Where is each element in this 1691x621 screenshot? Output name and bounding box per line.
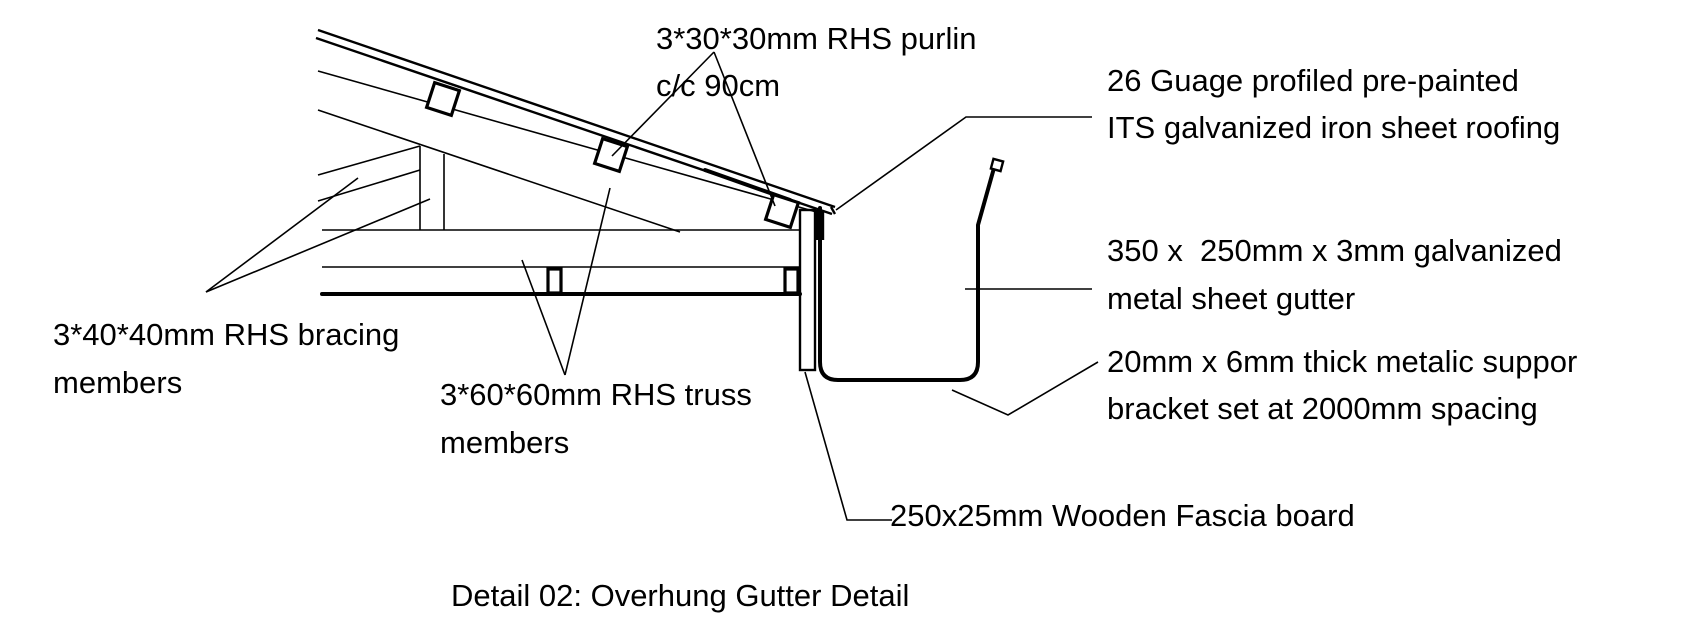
purlin-1 bbox=[424, 80, 462, 118]
roofing-label-line-2: ITS galvanized iron sheet roofing bbox=[1107, 110, 1560, 145]
truss-web-members bbox=[317, 145, 445, 230]
purlin-label: 3*30*30mm RHS purlin c/c 90cm bbox=[656, 21, 985, 103]
bracket-label-line-2: bracket set at 2000mm spacing bbox=[1107, 391, 1538, 426]
gutter-profile bbox=[818, 157, 1005, 382]
truss-label: 3*60*60mm RHS truss members bbox=[440, 377, 760, 460]
bracing-label-line-2: members bbox=[53, 365, 182, 400]
roof-sheeting bbox=[315, 28, 837, 216]
bracing-label: 3*40*40mm RHS bracing members bbox=[53, 317, 408, 400]
truss-bottom-chord bbox=[320, 229, 802, 296]
gutter-label-line-2: metal sheet gutter bbox=[1107, 281, 1355, 316]
fascia-label-line-1: 250x25mm Wooden Fascia board bbox=[890, 498, 1355, 533]
purlin-3 bbox=[763, 192, 801, 230]
purlin-label-line-2: c/c 90cm bbox=[656, 68, 780, 103]
gutter-label: 350 x 250mm x 3mm galvanized metal sheet… bbox=[0, 0, 1605, 316]
purlin-label-line-1: 3*30*30mm RHS purlin bbox=[656, 21, 976, 56]
gutter-label-line-1: 350 x 250mm x 3mm galvanized bbox=[1107, 233, 1562, 268]
fascia-board bbox=[798, 208, 825, 372]
bottom-chord-block-2 bbox=[783, 267, 800, 295]
truss-top-chord bbox=[317, 70, 821, 233]
fascia-label: 250x25mm Wooden Fascia board bbox=[890, 498, 1355, 533]
purlin-2 bbox=[592, 136, 630, 174]
bracket-label: 20mm x 6mm thick metalic suppor bracket … bbox=[1107, 344, 1586, 426]
leader-lines bbox=[205, 51, 1099, 521]
roofing-label: 26 Guage profiled pre-painted ITS galvan… bbox=[1107, 63, 1560, 145]
truss-label-line-1: 3*60*60mm RHS truss bbox=[440, 377, 752, 412]
bottom-chord-block-1 bbox=[546, 267, 563, 295]
bracing-label-line-1: 3*40*40mm RHS bracing bbox=[53, 317, 399, 352]
drawing-caption: Detail 02: Overhung Gutter Detail bbox=[451, 578, 909, 613]
purlins bbox=[424, 80, 801, 230]
truss-label-line-2: members bbox=[440, 425, 569, 460]
bracket-label-line-1: 20mm x 6mm thick metalic suppor bbox=[1107, 344, 1577, 379]
roofing-label-line-1: 26 Guage profiled pre-painted bbox=[1107, 63, 1519, 98]
